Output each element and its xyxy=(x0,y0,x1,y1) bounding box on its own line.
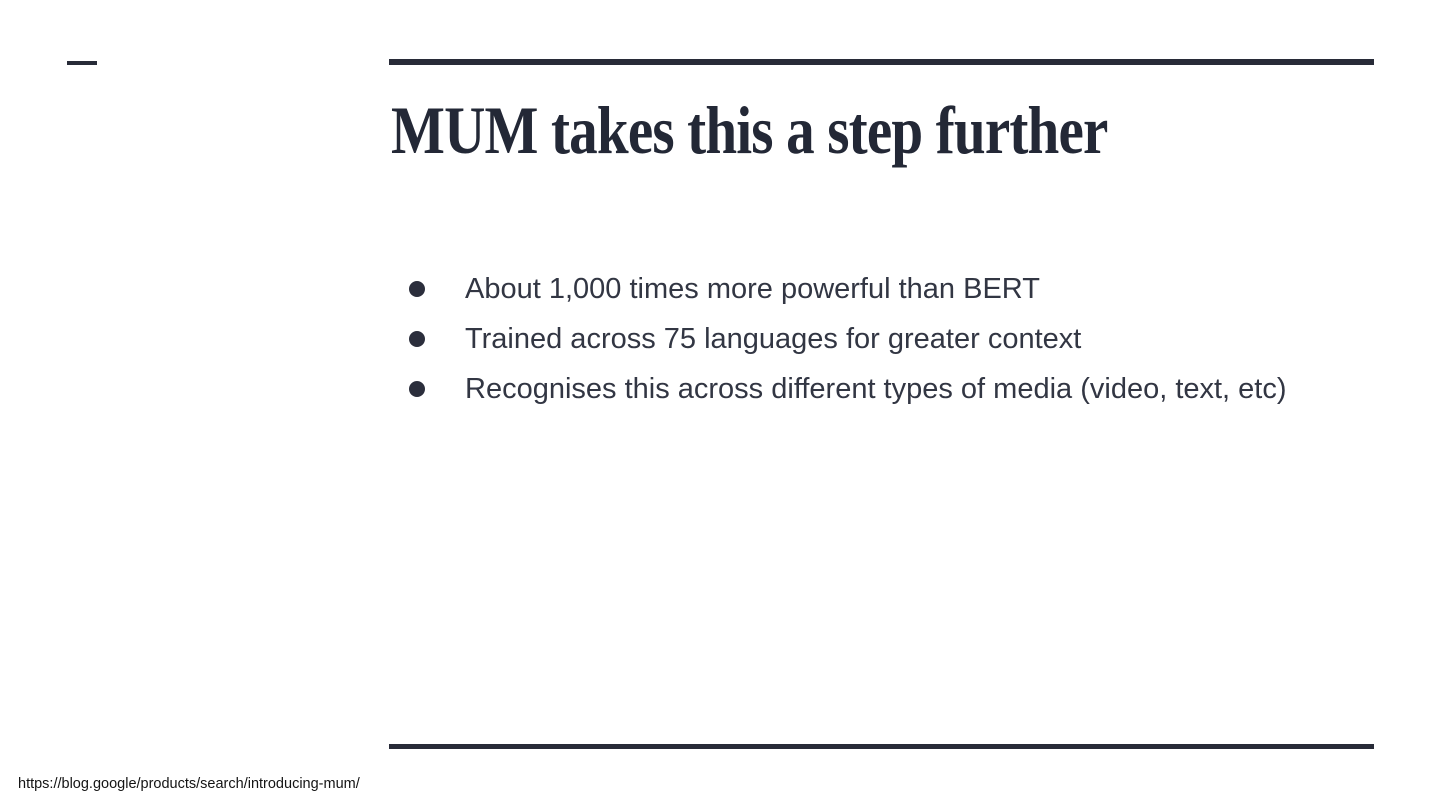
bullet-list: About 1,000 times more powerful than BER… xyxy=(409,264,1349,414)
bullet-dot-icon xyxy=(409,381,425,397)
source-url: https://blog.google/products/search/intr… xyxy=(18,776,360,792)
bullet-item: About 1,000 times more powerful than BER… xyxy=(409,264,1349,314)
bullet-text: Recognises this across different types o… xyxy=(465,373,1287,405)
bullet-item: Recognises this across different types o… xyxy=(409,364,1349,414)
accent-dash xyxy=(67,61,97,65)
bullet-dot-icon xyxy=(409,281,425,297)
bullet-text: Trained across 75 languages for greater … xyxy=(465,323,1082,355)
bottom-rule-line xyxy=(389,744,1374,749)
bullet-text: About 1,000 times more powerful than BER… xyxy=(465,273,1040,305)
top-rule-line xyxy=(389,59,1374,65)
bullet-dot-icon xyxy=(409,331,425,347)
bullet-item: Trained across 75 languages for greater … xyxy=(409,314,1349,364)
slide-title: MUM takes this a step further xyxy=(391,92,1108,168)
